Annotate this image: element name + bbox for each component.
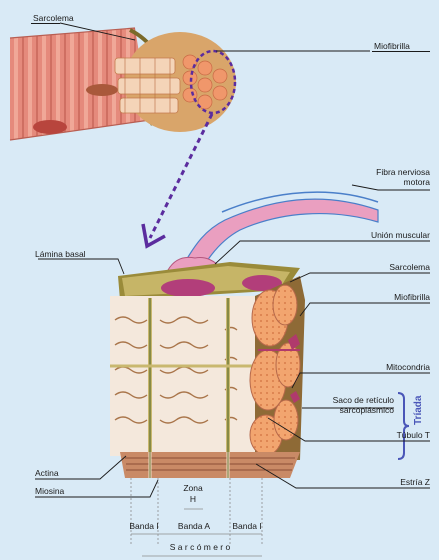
label-sarcomero: S a r c ó m e r o [150,543,250,552]
label-miofibrilla-top: Miofibrilla [374,42,410,51]
myofibril-cylinders [250,276,305,460]
label-h: H [181,495,205,504]
label-tubulo-t: Túbulo T [350,431,430,440]
triad-bracket [398,393,409,459]
label-mitocondria: Mitocondria [350,363,430,372]
label-motora: motora [360,178,430,187]
underline-miofibrilla-top [372,51,430,52]
label-zona: Zona [181,484,205,493]
muscle-fiber-top [10,28,236,140]
label-miofibrilla: Miofibrilla [350,293,430,302]
label-union-muscular: Unión muscular [340,231,430,240]
underline-sarcolema-top [31,23,60,24]
label-banda-a: Banda A [165,522,223,531]
label-fibra-nerviosa: Fibra nerviosa [360,168,430,177]
label-actina: Actina [35,469,59,478]
label-miosina: Miosina [35,487,64,496]
label-sarcolema-top: Sarcolema [33,14,74,23]
label-sarcolema: Sarcolema [350,263,430,272]
sarcomere-block [110,262,305,478]
label-saco-reticulo: Saco de retículo [300,396,394,405]
label-banda-i-left: Banda I [125,522,163,531]
label-sarcoplasmico: sarcoplásmico [300,406,394,415]
label-triada: Tríada [413,396,424,425]
label-lamina-basal: Lámina basal [35,250,86,259]
label-banda-i-right: Banda I [228,522,266,531]
zoom-arrow [143,114,212,246]
label-estria-z: Estría Z [350,478,430,487]
